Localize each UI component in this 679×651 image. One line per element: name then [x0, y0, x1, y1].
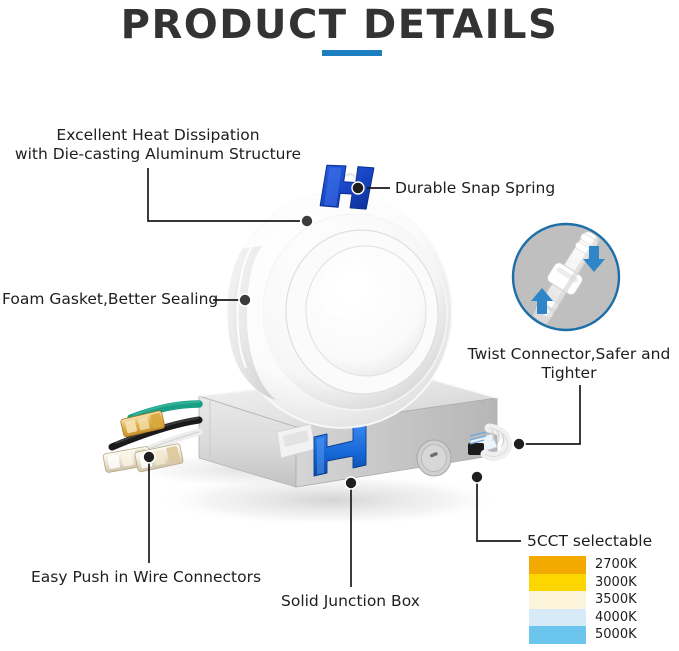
- cct-swatch-row: 3000K: [529, 573, 677, 592]
- cct-color-label: 4000K: [595, 609, 637, 625]
- callout-twist-connector: Twist Connector,Safer and Tighter: [467, 345, 671, 382]
- leader-dots: [142, 181, 526, 490]
- wire-connectors-art: [102, 400, 203, 473]
- junction-box-art: [198, 371, 513, 488]
- box-twist-connector: [468, 423, 513, 461]
- callout-easy-push-connectors: Easy Push in Wire Connectors: [31, 568, 262, 586]
- page-title: PRODUCT DETAILS: [120, 2, 559, 48]
- cct-color-chip: [529, 591, 586, 609]
- callout-snap-spring: Durable Snap Spring: [395, 179, 556, 197]
- cct-color-label: 5000K: [595, 627, 637, 643]
- cct-swatch-row: 3500K: [529, 591, 677, 609]
- cct-swatch-row: 2700K: [529, 556, 677, 574]
- callout-junction-box: Solid Junction Box: [281, 592, 420, 610]
- cct-color-label: 2700K: [595, 557, 637, 572]
- callout-foam-gasket: Foam Gasket,Better Sealing: [2, 290, 219, 308]
- twist-connector-inset: [511, 222, 621, 332]
- cct-color-chip: [529, 556, 586, 574]
- inset-arrow-lower: [531, 288, 553, 314]
- snap-spring-art: [319, 164, 375, 210]
- junction-box-clip: [313, 424, 367, 477]
- cct-color-label: 3000K: [595, 574, 637, 590]
- callout-cct-selectable: 5CCT selectable: [527, 532, 653, 550]
- push-in-connector-lower-right: [134, 443, 184, 473]
- push-in-connector-upper: [120, 410, 166, 438]
- cct-color-chip: [529, 573, 586, 592]
- cct-swatch-row: 4000K: [529, 608, 677, 627]
- cct-swatch-row: 5000K: [529, 626, 677, 644]
- title-accent-rule: [322, 50, 382, 56]
- cct-color-chip: [529, 608, 586, 627]
- downlight-art: [226, 191, 454, 429]
- push-in-connector-lower-left: [102, 446, 152, 473]
- inset-arrow-upper: [583, 246, 605, 272]
- cct-color-chip: [529, 626, 586, 644]
- callout-heat-dissipation: Excellent Heat Dissipation with Die-cast…: [14, 126, 302, 163]
- cct-color-label: 3500K: [595, 592, 637, 608]
